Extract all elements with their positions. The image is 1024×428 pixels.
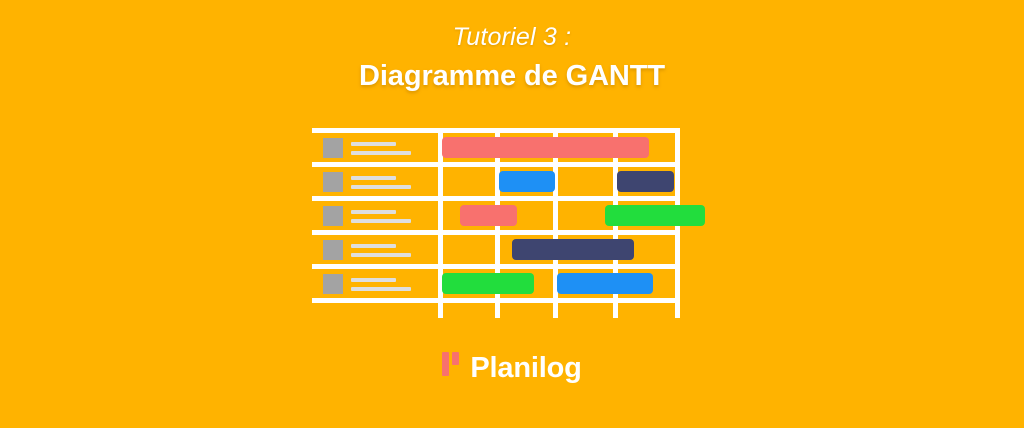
gantt-task-label[interactable] [323,135,433,161]
task-label-placeholder-line [351,278,396,282]
task-thumbnail-icon [323,206,343,226]
brand-logo: Planilog [0,352,1024,384]
logo-bar-tall [442,352,450,376]
gantt-task-bar[interactable] [617,171,674,192]
task-label-placeholder-line [351,253,411,257]
task-label-placeholder-line [351,176,396,180]
gantt-row-separator [312,128,675,133]
gantt-task-bar[interactable] [512,239,634,260]
task-thumbnail-icon [323,172,343,192]
gantt-row[interactable] [312,235,684,264]
gantt-task-bar[interactable] [605,205,705,226]
gantt-row-separator [312,264,675,269]
task-label-placeholder-line [351,244,396,248]
gantt-time-gridline [553,128,558,318]
task-label-placeholder-line [351,219,411,223]
planilog-mark-icon [442,352,460,376]
gantt-row[interactable] [312,269,684,298]
gantt-task-label[interactable] [323,169,433,195]
logo-wordmark: Planilog [470,352,582,384]
task-thumbnail-icon [323,274,343,294]
task-label-placeholder-line [351,287,411,291]
task-label-placeholder-line [351,142,396,146]
gantt-task-bar[interactable] [442,273,534,294]
gantt-task-label[interactable] [323,237,433,263]
title-block: Tutoriel 3 : Diagramme de GANTT [0,22,1024,95]
gantt-time-gridline [438,128,443,318]
gantt-task-label[interactable] [323,271,433,297]
gantt-row[interactable] [312,133,684,162]
task-label-placeholder-line [351,185,411,189]
task-label-placeholder-line [351,151,411,155]
gantt-task-bar[interactable] [442,137,649,158]
page-title: Diagramme de GANTT [359,60,665,92]
task-thumbnail-icon [323,240,343,260]
task-thumbnail-icon [323,138,343,158]
task-label-placeholder-line [351,210,396,214]
gantt-row[interactable] [312,201,705,230]
gantt-row-separator [312,298,675,303]
gantt-chart [312,128,705,318]
tutorial-subtitle: Tutoriel 3 : [452,23,572,51]
gantt-task-bar[interactable] [499,171,555,192]
gantt-row-separator [312,196,675,201]
gantt-row-separator [312,162,675,167]
gantt-task-bar[interactable] [460,205,517,226]
logo-bar-short [452,352,460,365]
gantt-row-separator [312,230,675,235]
gantt-task-label[interactable] [323,203,433,229]
gantt-row[interactable] [312,167,684,196]
logo-inner: Planilog [442,352,582,384]
gantt-task-bar[interactable] [557,273,653,294]
